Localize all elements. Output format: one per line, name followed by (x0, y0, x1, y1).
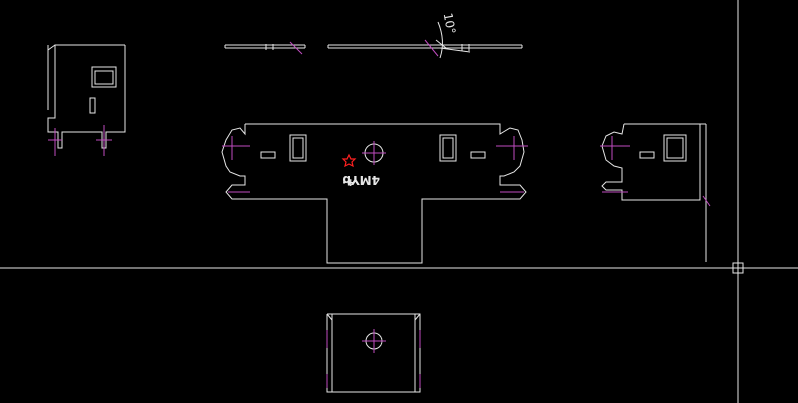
insertion-point-marker (341, 153, 357, 168)
part-marking: 4MYb (342, 173, 380, 187)
top-view-left-strip[interactable] (224, 41, 306, 55)
part-marking-prefix: ·+ (342, 176, 355, 189)
angle-dimension[interactable]: 10° (435, 12, 458, 59)
right-side-view[interactable] (600, 123, 711, 262)
front-view-flat-pattern[interactable]: ·+ 4MYb (221, 123, 528, 264)
left-side-view[interactable] (47, 44, 126, 156)
angle-dimension-label: 10° (441, 12, 458, 35)
bottom-view[interactable] (326, 313, 421, 393)
top-view-right-strip[interactable] (327, 39, 523, 57)
